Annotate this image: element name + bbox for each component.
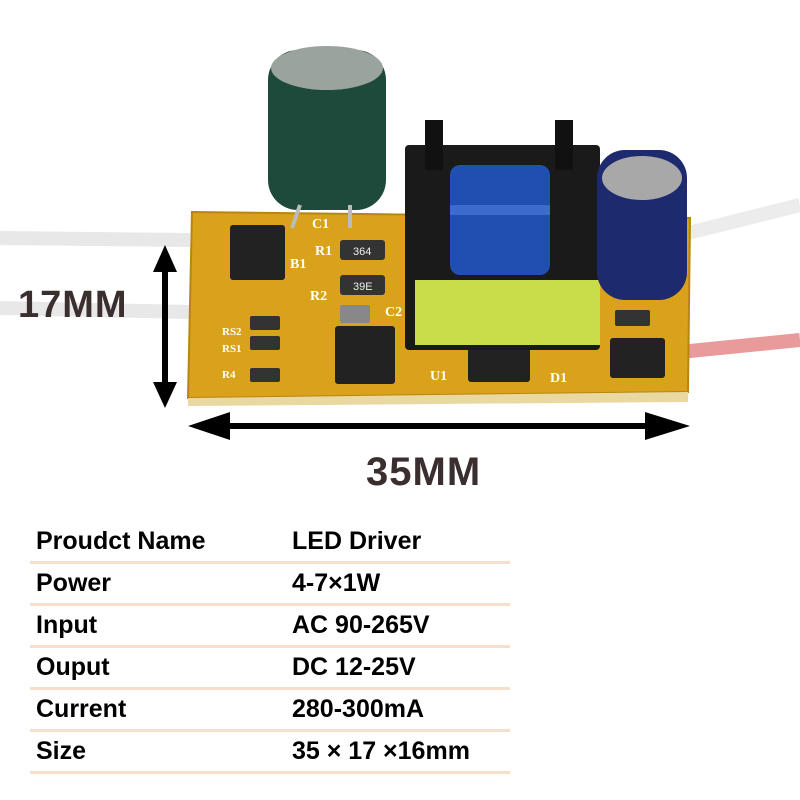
spec-label: Input: [36, 611, 98, 639]
label-rs1: RS1: [222, 343, 242, 355]
height-dimension-label: 17MM: [18, 284, 128, 326]
spec-row-product-name: Proudct Name LED Driver: [30, 522, 510, 564]
spec-label: Ouput: [36, 653, 110, 681]
bridge-rectifier: [230, 225, 285, 280]
label-b1: B1: [290, 257, 306, 272]
output-wire-white: [678, 198, 800, 242]
spec-value: LED Driver: [292, 527, 422, 555]
capacitor-output: [597, 150, 687, 300]
label-d1: D1: [550, 371, 567, 386]
spec-row-input: Input AC 90-265V: [30, 606, 510, 648]
width-arrow: [188, 412, 690, 440]
spec-value: AC 90-265V: [292, 611, 430, 639]
transformer: [405, 120, 600, 350]
input-wires: [0, 231, 191, 319]
spec-label: Current: [36, 695, 127, 723]
led-driver-photo: 364 39E R1 R2 C1 C2 B1 D1 U1 RS2 RS1 R4: [0, 46, 800, 440]
label-c1: C1: [312, 217, 329, 232]
spec-value: 4-7×1W: [292, 569, 381, 597]
spec-row-power: Power 4-7×1W: [30, 564, 510, 606]
width-dimension-label: 35MM: [366, 450, 482, 494]
label-rs2: RS2: [222, 326, 242, 338]
output-wire-red: [679, 333, 800, 359]
spec-label: Power: [36, 569, 112, 597]
spec-value: 280-300mA: [292, 695, 425, 723]
spec-row-size: Size 35 × 17 ×16mm: [30, 732, 510, 774]
label-r2: R2: [310, 289, 327, 304]
height-arrow: [153, 245, 177, 408]
diode-d2: [610, 338, 665, 378]
controller-ic: [335, 326, 395, 384]
spec-table: Proudct Name LED Driver Power 4-7×1W Input…: [30, 522, 510, 774]
spec-label: Proudct Name: [36, 527, 206, 555]
spec-label: Size: [36, 737, 87, 765]
spec-row-current: Current 280-300mA: [30, 690, 510, 732]
spec-row-output: Ouput DC 12-25V: [30, 648, 510, 690]
capacitor-c1: [268, 46, 386, 229]
spec-value: DC 12-25V: [292, 653, 416, 681]
spec-value: 35 × 17 ×16mm: [292, 737, 470, 765]
code-r1: 364: [353, 246, 371, 258]
smd-resistors: [250, 240, 650, 382]
code-r2: 39E: [353, 281, 373, 293]
label-r1: R1: [315, 244, 332, 259]
label-r4: R4: [222, 369, 236, 381]
diode-d1: [468, 342, 530, 382]
label-c2: C2: [385, 305, 402, 320]
label-u1: U1: [430, 369, 447, 384]
